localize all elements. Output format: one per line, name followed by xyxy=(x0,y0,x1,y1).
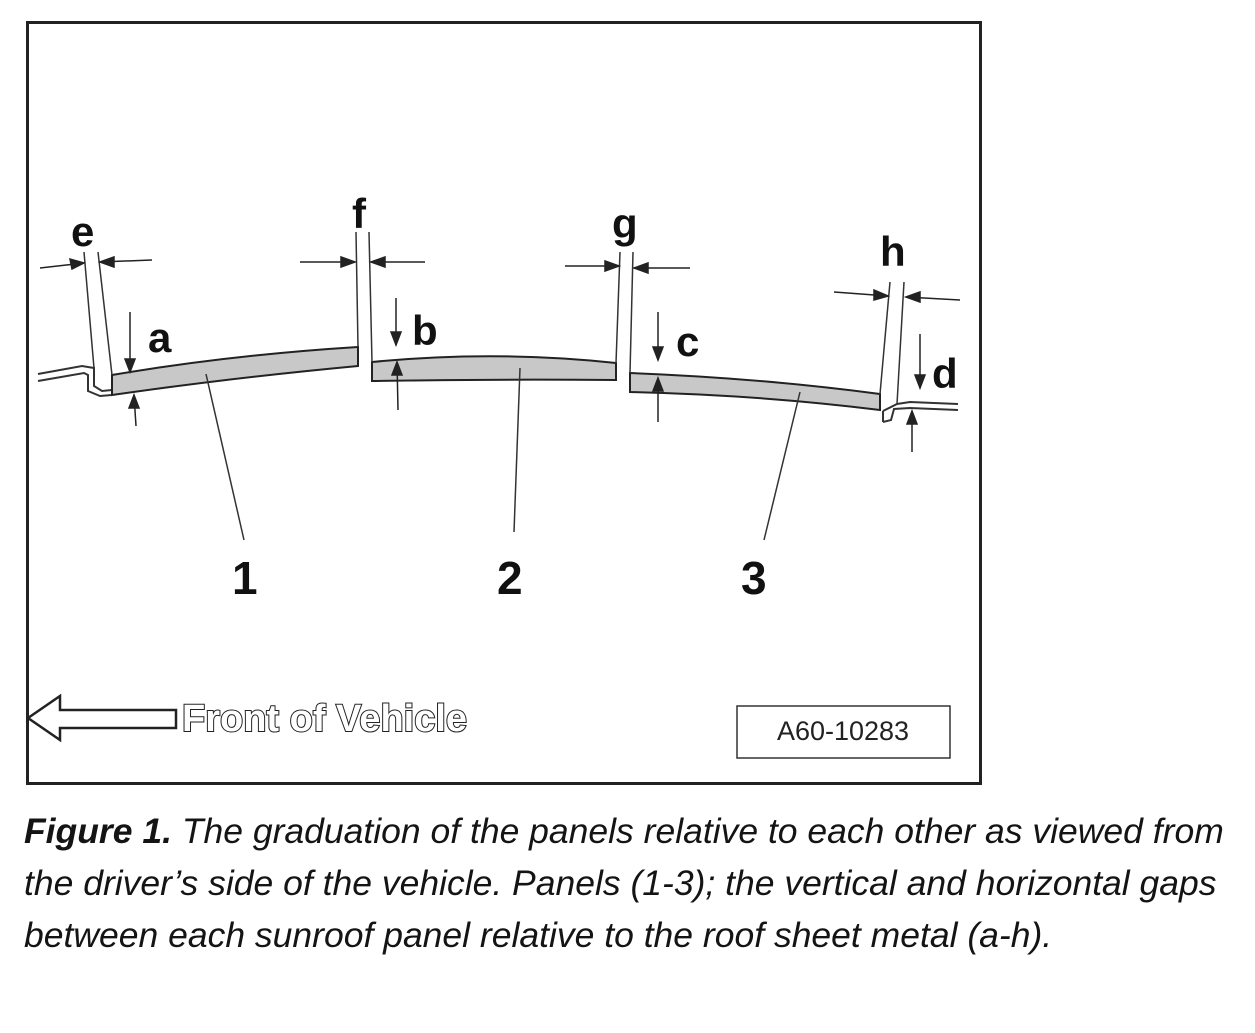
gap-arrows-vertical xyxy=(123,298,927,452)
gap-label-a: a xyxy=(148,314,172,361)
gap-label-f: f xyxy=(352,190,367,237)
gap-reference-lines xyxy=(83,231,905,405)
panel-2 xyxy=(371,355,617,383)
roof-sheet-metal-rear xyxy=(882,400,959,423)
sunroof-diagram: e f g h a b c d 1 2 3 Front of Vehicle A… xyxy=(25,190,961,759)
panel-3 xyxy=(629,371,881,412)
caption-label: Figure 1. xyxy=(24,811,172,851)
gap-label-d: d xyxy=(932,350,958,397)
gap-label-h: h xyxy=(880,228,906,275)
panel-1 xyxy=(111,345,359,397)
panel-number-1: 1 xyxy=(232,552,258,604)
roof-sheet-metal-front xyxy=(37,364,113,398)
gap-label-c: c xyxy=(676,318,699,365)
panel-leader-lines xyxy=(205,367,801,541)
gap-arrows-horizontal xyxy=(39,255,961,304)
panel-number-2: 2 xyxy=(497,552,523,604)
figure-code: A60-10283 xyxy=(777,716,909,746)
caption-text: The graduation of the panels relative to… xyxy=(24,811,1224,955)
front-of-vehicle-label: Front of Vehicle xyxy=(182,698,467,740)
gap-label-g: g xyxy=(612,200,638,247)
front-direction-arrow-icon xyxy=(25,693,178,743)
gap-label-b: b xyxy=(412,307,438,354)
gap-label-e: e xyxy=(71,208,94,255)
figure-caption: Figure 1. The graduation of the panels r… xyxy=(24,805,1239,961)
figure-code-box xyxy=(736,705,951,759)
panel-number-3: 3 xyxy=(741,552,767,604)
